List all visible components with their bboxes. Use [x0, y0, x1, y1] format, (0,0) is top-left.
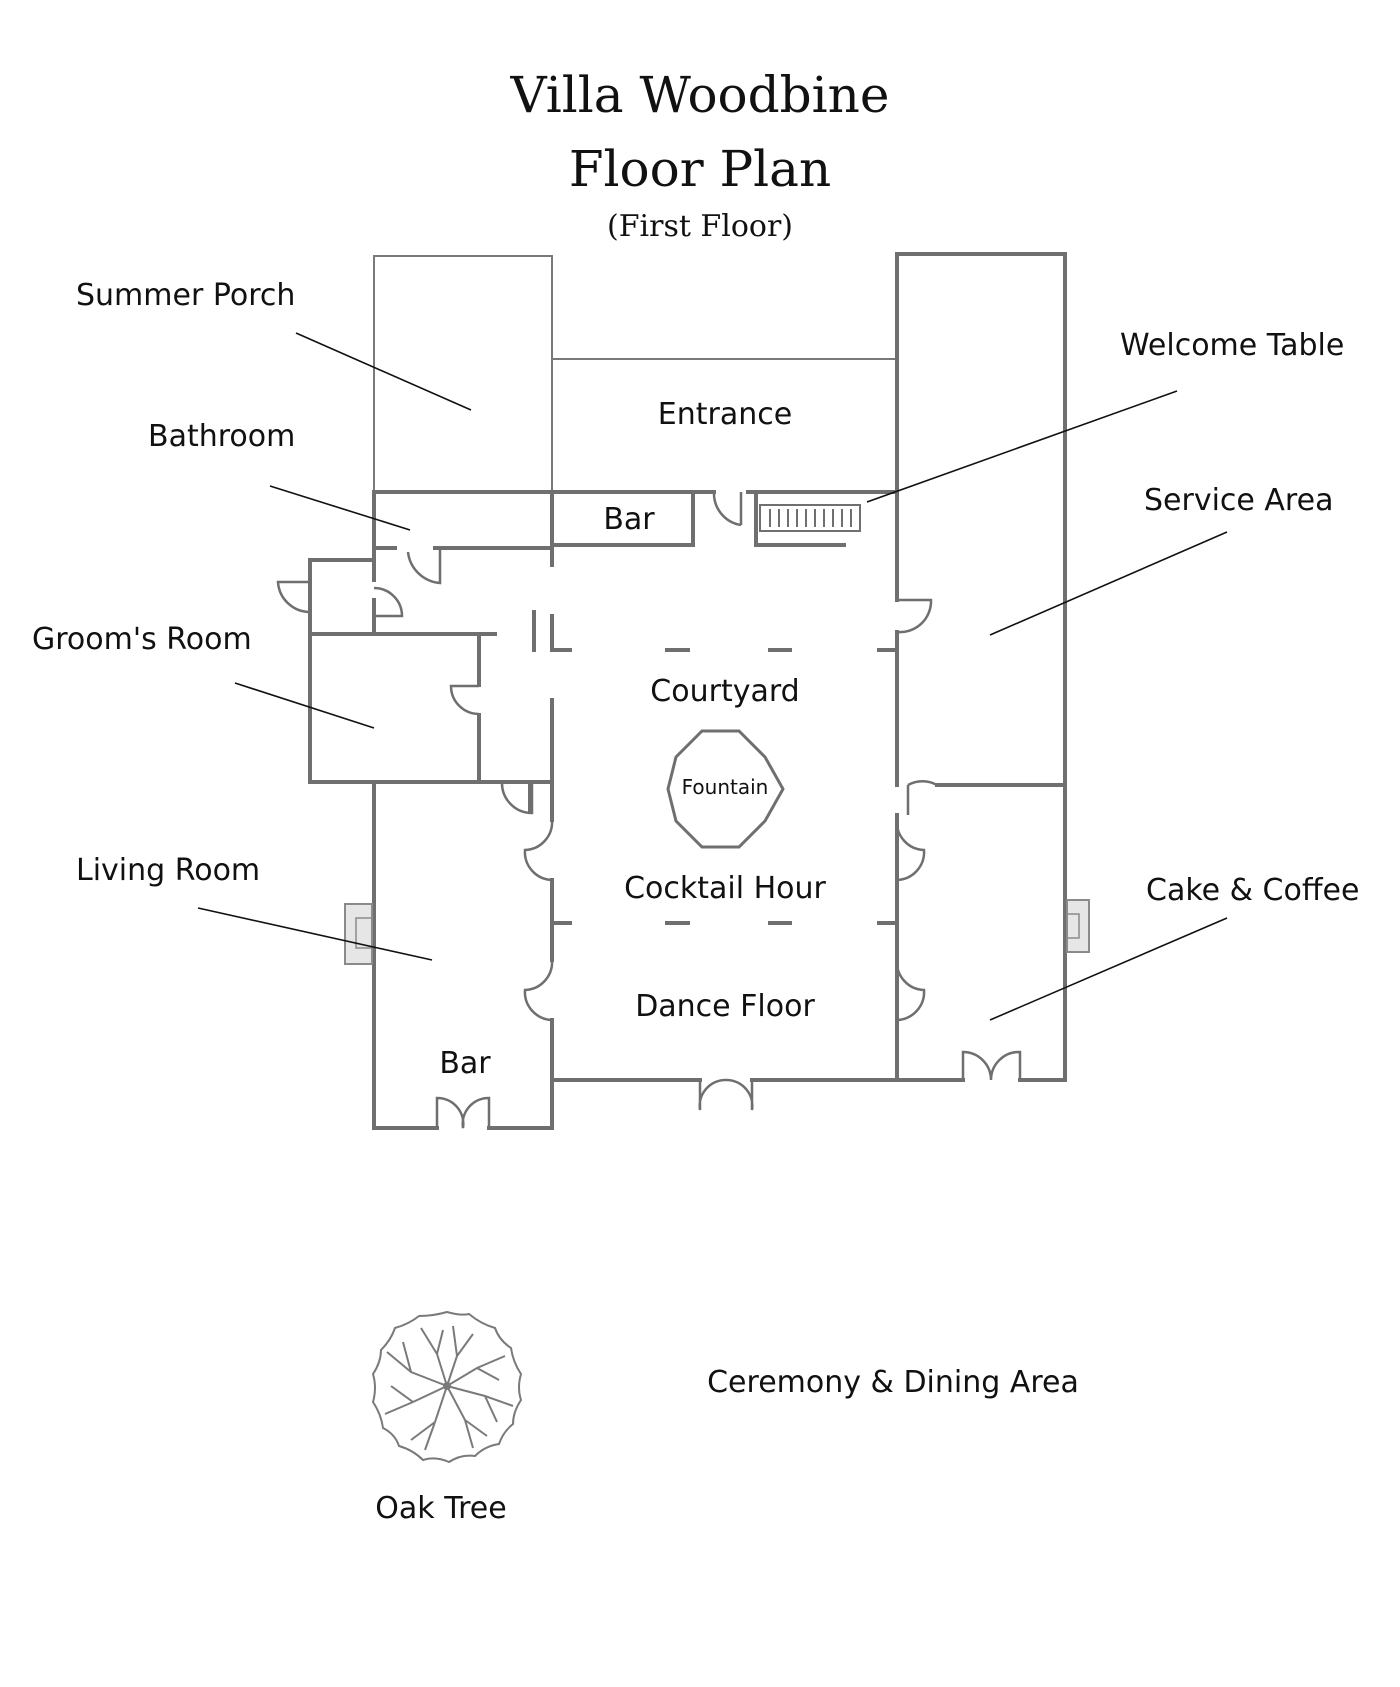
cake-room-fireplace	[1066, 899, 1090, 953]
oak-tree-label: Oak Tree	[375, 1491, 506, 1526]
cocktail-east-door	[895, 819, 926, 882]
ceremony-dining-label: Ceremony & Dining Area	[707, 1365, 1079, 1400]
grooms-room-door	[449, 684, 480, 716]
oak-tree-icon	[371, 1310, 523, 1464]
living-corridor-door	[500, 781, 534, 815]
title-line-2: Floor Plan	[569, 140, 831, 198]
room-labels: Entrance Bar Courtyard Fountain Cocktail…	[439, 397, 826, 1081]
summer-porch-callout: Summer Porch	[76, 278, 295, 313]
bathroom-leader	[269, 485, 411, 531]
entrance-label: Entrance	[658, 397, 792, 432]
living-room-walls	[372, 780, 554, 1130]
doors	[276, 491, 1022, 1129]
bathroom-door	[406, 548, 442, 585]
service-area-callout: Service Area	[1144, 483, 1333, 518]
cake-room-door	[906, 780, 938, 815]
living-room-corridor-wall	[528, 610, 536, 814]
cocktail-west-door	[523, 819, 554, 882]
right-wing-outer-wall	[895, 252, 1067, 1082]
service-door	[896, 598, 933, 634]
grooms-room-walls	[308, 558, 497, 784]
courtyard-label: Courtyard	[650, 674, 799, 709]
welcome-table-leader	[866, 390, 1178, 503]
floor-plan-walls	[308, 252, 1067, 1130]
welcome-table-callout: Welcome Table	[1120, 328, 1344, 363]
title-block: Villa Woodbine Floor Plan (First Floor)	[510, 66, 890, 244]
welcome-table-icon	[759, 504, 861, 532]
cake-coffee-callout: Cake & Coffee	[1146, 873, 1359, 908]
dance-east-door	[895, 959, 926, 1022]
fountain-label: Fountain	[682, 775, 769, 799]
callouts: Summer Porch Bathroom Groom's Room Livin…	[32, 278, 1359, 1021]
title-subtitle: (First Floor)	[607, 209, 793, 244]
area-dividers	[552, 648, 897, 925]
dance-floor-label: Dance Floor	[635, 989, 815, 1024]
top-bar-label: Bar	[603, 502, 655, 537]
entrance-door	[712, 491, 743, 527]
living-room-fireplace	[344, 903, 373, 965]
summer-porch-leader	[295, 332, 472, 411]
fixtures	[344, 504, 1090, 965]
top-bar-walls	[550, 490, 695, 547]
grooms-room-leader	[234, 682, 375, 729]
bathroom-callout: Bathroom	[148, 419, 295, 454]
summer-porch-outline	[373, 255, 553, 492]
service-area-leader	[989, 531, 1228, 636]
title-line-1: Villa Woodbine	[510, 66, 890, 124]
dance-west-door	[523, 959, 554, 1022]
welcome-counter-wall	[754, 490, 846, 547]
living-room-callout: Living Room	[76, 853, 260, 888]
cake-coffee-leader	[989, 917, 1228, 1021]
cake-south-door	[961, 1050, 1022, 1081]
hall-door	[373, 586, 404, 618]
living-room-leader	[197, 907, 433, 961]
grooms-room-callout: Groom's Room	[32, 622, 252, 657]
grooms-side-door	[276, 580, 311, 614]
fountain-icon	[666, 729, 785, 849]
cocktail-hour-label: Cocktail Hour	[624, 871, 826, 906]
dance-south-door	[698, 1078, 754, 1111]
outdoor-labels: Oak Tree Ceremony & Dining Area	[375, 1365, 1079, 1526]
living-south-door	[435, 1096, 491, 1129]
bottom-bar-label: Bar	[439, 1046, 491, 1081]
